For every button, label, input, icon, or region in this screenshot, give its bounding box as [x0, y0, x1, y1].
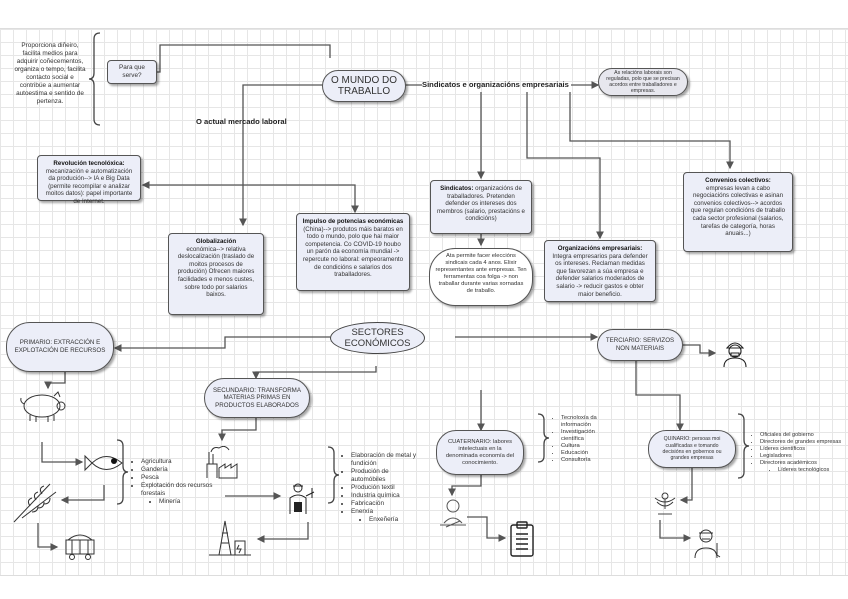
branch-unions: Sindicatos e organizacións empresariais [422, 80, 569, 89]
employers-box[interactable]: Organizacións empresariais: Integra empr… [544, 240, 656, 302]
powers-title: Impulso de potencias económicas [302, 218, 404, 225]
agreements-body: empresas levan a cabo negociacións colec… [690, 184, 786, 238]
list-item: Pesca [141, 474, 213, 482]
purpose-question-node[interactable]: Para que serve? [107, 60, 157, 84]
secondary-sector-node[interactable]: SECUNDARIO: TRANSFORMA MATERIAS PRIMAS E… [204, 378, 310, 418]
agreements-title: Convenios colectivos: [705, 177, 771, 184]
unions-box[interactable]: Sindicatos: organizacións de traballador… [430, 180, 532, 234]
employers-title: Organizacións empresariais: [557, 245, 643, 252]
unions-detail-node[interactable]: Ata permite facer eleccións sindicais ca… [429, 248, 533, 306]
list-item: Industria química [351, 492, 421, 500]
quaternary-activities-list: Tecnoloxía da información Investigación … [553, 415, 613, 464]
central-node[interactable]: O MUNDO DO TRABALLO [322, 70, 406, 102]
list-item: Directores académicos [760, 460, 848, 467]
tech-body: mecanización e automatización da produci… [45, 167, 133, 205]
eagle-emblem-icon [652, 490, 678, 518]
list-item: Educación [561, 450, 613, 457]
list-item: Investigación científica [561, 429, 613, 443]
unions-note-node[interactable]: As relacións laborais son reguladas, pol… [598, 68, 688, 96]
secondary-activities-list: Elaboración de metal y fundición Produci… [343, 452, 421, 524]
scientist-icon [693, 525, 723, 559]
factory-icon [205, 446, 245, 480]
list-item: Tecnoloxía da información [561, 415, 613, 429]
globalization-body: económica--> relativa deslocalización (t… [177, 245, 255, 299]
list-item: Oficiales del gobierno [760, 432, 848, 439]
globalization-title: Globalización [195, 238, 237, 245]
branch-labor-market: O actual mercado laboral [196, 117, 287, 126]
list-item: Legisladores [760, 453, 848, 460]
unions-title: Sindicatos: [440, 185, 474, 192]
doctor-icon [720, 338, 750, 368]
powers-body: (China)--> produtos máis baratos en todo… [302, 225, 404, 279]
employers-body: Integra empresarios para defender os int… [552, 252, 648, 298]
list-item: Consultoría [561, 457, 613, 464]
economic-powers-box[interactable]: Impulso de potencias económicas (China)-… [296, 213, 410, 291]
collective-agreements-box[interactable]: Convenios colectivos: empresas levan a c… [683, 172, 793, 252]
tech-revolution-box[interactable]: Revolución tecnolóxica: mecanización e a… [37, 155, 141, 205]
power-plant-icon [205, 515, 255, 559]
globalization-box[interactable]: Globalización económica--> relativa desl… [168, 233, 264, 315]
list-item: Elaboración de metal y fundición [351, 452, 421, 468]
unions-body: organizacións de traballadores. Pretende… [436, 185, 526, 223]
diagram-canvas [0, 28, 848, 576]
list-subitem: Líderes tecnológicos [778, 467, 848, 474]
primary-activities-list: Agricultura Gandería Pesca Explotación d… [133, 458, 213, 506]
sectors-node[interactable]: SECTORES ECONÓMICOS [330, 322, 425, 354]
quinary-activities-list: Oficiales del gobierno Directores de gra… [752, 432, 848, 474]
list-item: Gandería [141, 466, 213, 474]
scientist-icon [438, 497, 468, 531]
list-item: Fabricación [351, 500, 421, 508]
pig-icon [18, 388, 68, 424]
list-item: Cultura [561, 443, 613, 450]
tertiary-sector-node[interactable]: TERCIARIO: SERVIZOS NON MATERIAIS [597, 329, 683, 361]
quinary-sector-node[interactable]: QUINARIO: persoas moi cualificadas e tom… [648, 430, 736, 468]
list-item: Produción de automóbiles [351, 468, 421, 484]
fish-icon [84, 450, 124, 476]
list-item: Enerxía [351, 508, 421, 516]
clipboard-icon [508, 520, 536, 558]
mine-cart-icon [62, 532, 98, 560]
worker-icon [282, 480, 318, 516]
quaternary-sector-node[interactable]: CUATERNARIO: labores intelectuais en la … [436, 430, 524, 475]
list-item: Líderes científicos [760, 446, 848, 453]
list-subitem: Enxeñería [369, 516, 421, 524]
list-subitem: Minería [159, 498, 213, 506]
list-item: Agricultura [141, 458, 213, 466]
list-item: Produción textil [351, 484, 421, 492]
tech-title: Revolución tecnolóxica: [53, 160, 125, 167]
primary-sector-node[interactable]: PRIMARIO: EXTRACCIÓN E EXPLOTACIÓN DE RE… [6, 322, 114, 372]
list-item: Explotación dos recursos forestais [141, 482, 213, 498]
purpose-answer: Proporciona diñeiro, facilita medios par… [14, 42, 86, 105]
wheat-icon [10, 478, 60, 524]
list-item: Directores de grandes empresas [760, 439, 848, 446]
